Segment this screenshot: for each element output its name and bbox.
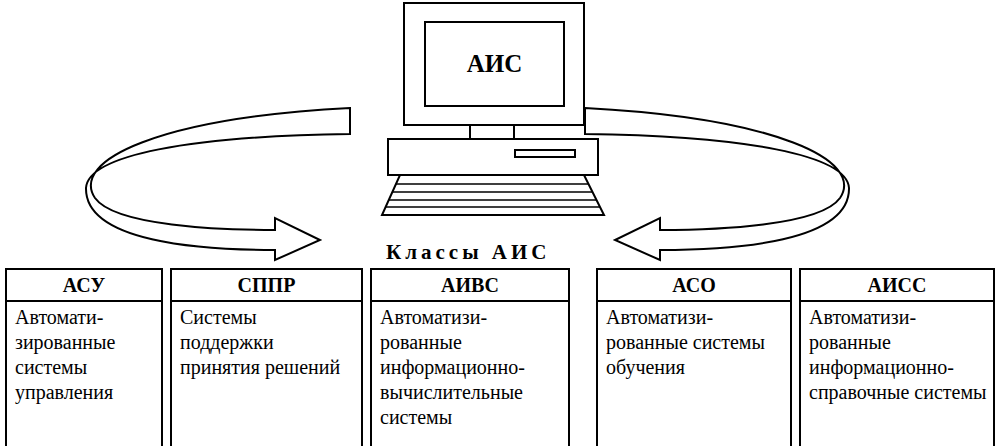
class-description: Автоматизи- рованные информационно- вычи…	[372, 302, 568, 434]
class-abbreviation: АСУ	[7, 270, 161, 302]
class-abbreviation: СППР	[172, 270, 361, 302]
class-description: Автоматизи- рованные системы обучения	[598, 302, 790, 384]
class-box: АСУАвтомати- зированные системы управлен…	[5, 268, 163, 446]
keyboard	[382, 175, 604, 215]
monitor-frame	[404, 3, 584, 125]
class-abbreviation: АСО	[598, 270, 790, 302]
computer	[382, 3, 604, 215]
system-unit	[388, 139, 598, 175]
class-abbreviation: АИСС	[801, 270, 993, 302]
class-box: СППРСистемы поддержки принятия решений	[170, 268, 363, 446]
class-box: АИССАвтоматизи- рованные информационно- …	[799, 268, 995, 446]
class-box: АСОАвтоматизи- рованные системы обучения	[596, 268, 792, 446]
monitor-screen: АИС	[424, 21, 565, 107]
drive-slot	[515, 150, 575, 157]
class-box: АИВСАвтоматизи- рованные информационно- …	[370, 268, 570, 446]
class-abbreviation: АИВС	[372, 270, 568, 302]
class-description: Автоматизи- рованные информационно- спра…	[801, 302, 993, 409]
curved-arrow	[86, 108, 350, 260]
curved-arrow	[585, 108, 849, 260]
screen-title: АИС	[467, 50, 523, 78]
section-label: Классы АИС	[383, 240, 553, 265]
class-description: Автомати- зированные системы управления	[7, 302, 161, 409]
keyboard-keys	[386, 184, 600, 207]
class-description: Системы поддержки принятия решений	[172, 302, 361, 384]
monitor-neck	[470, 125, 514, 139]
